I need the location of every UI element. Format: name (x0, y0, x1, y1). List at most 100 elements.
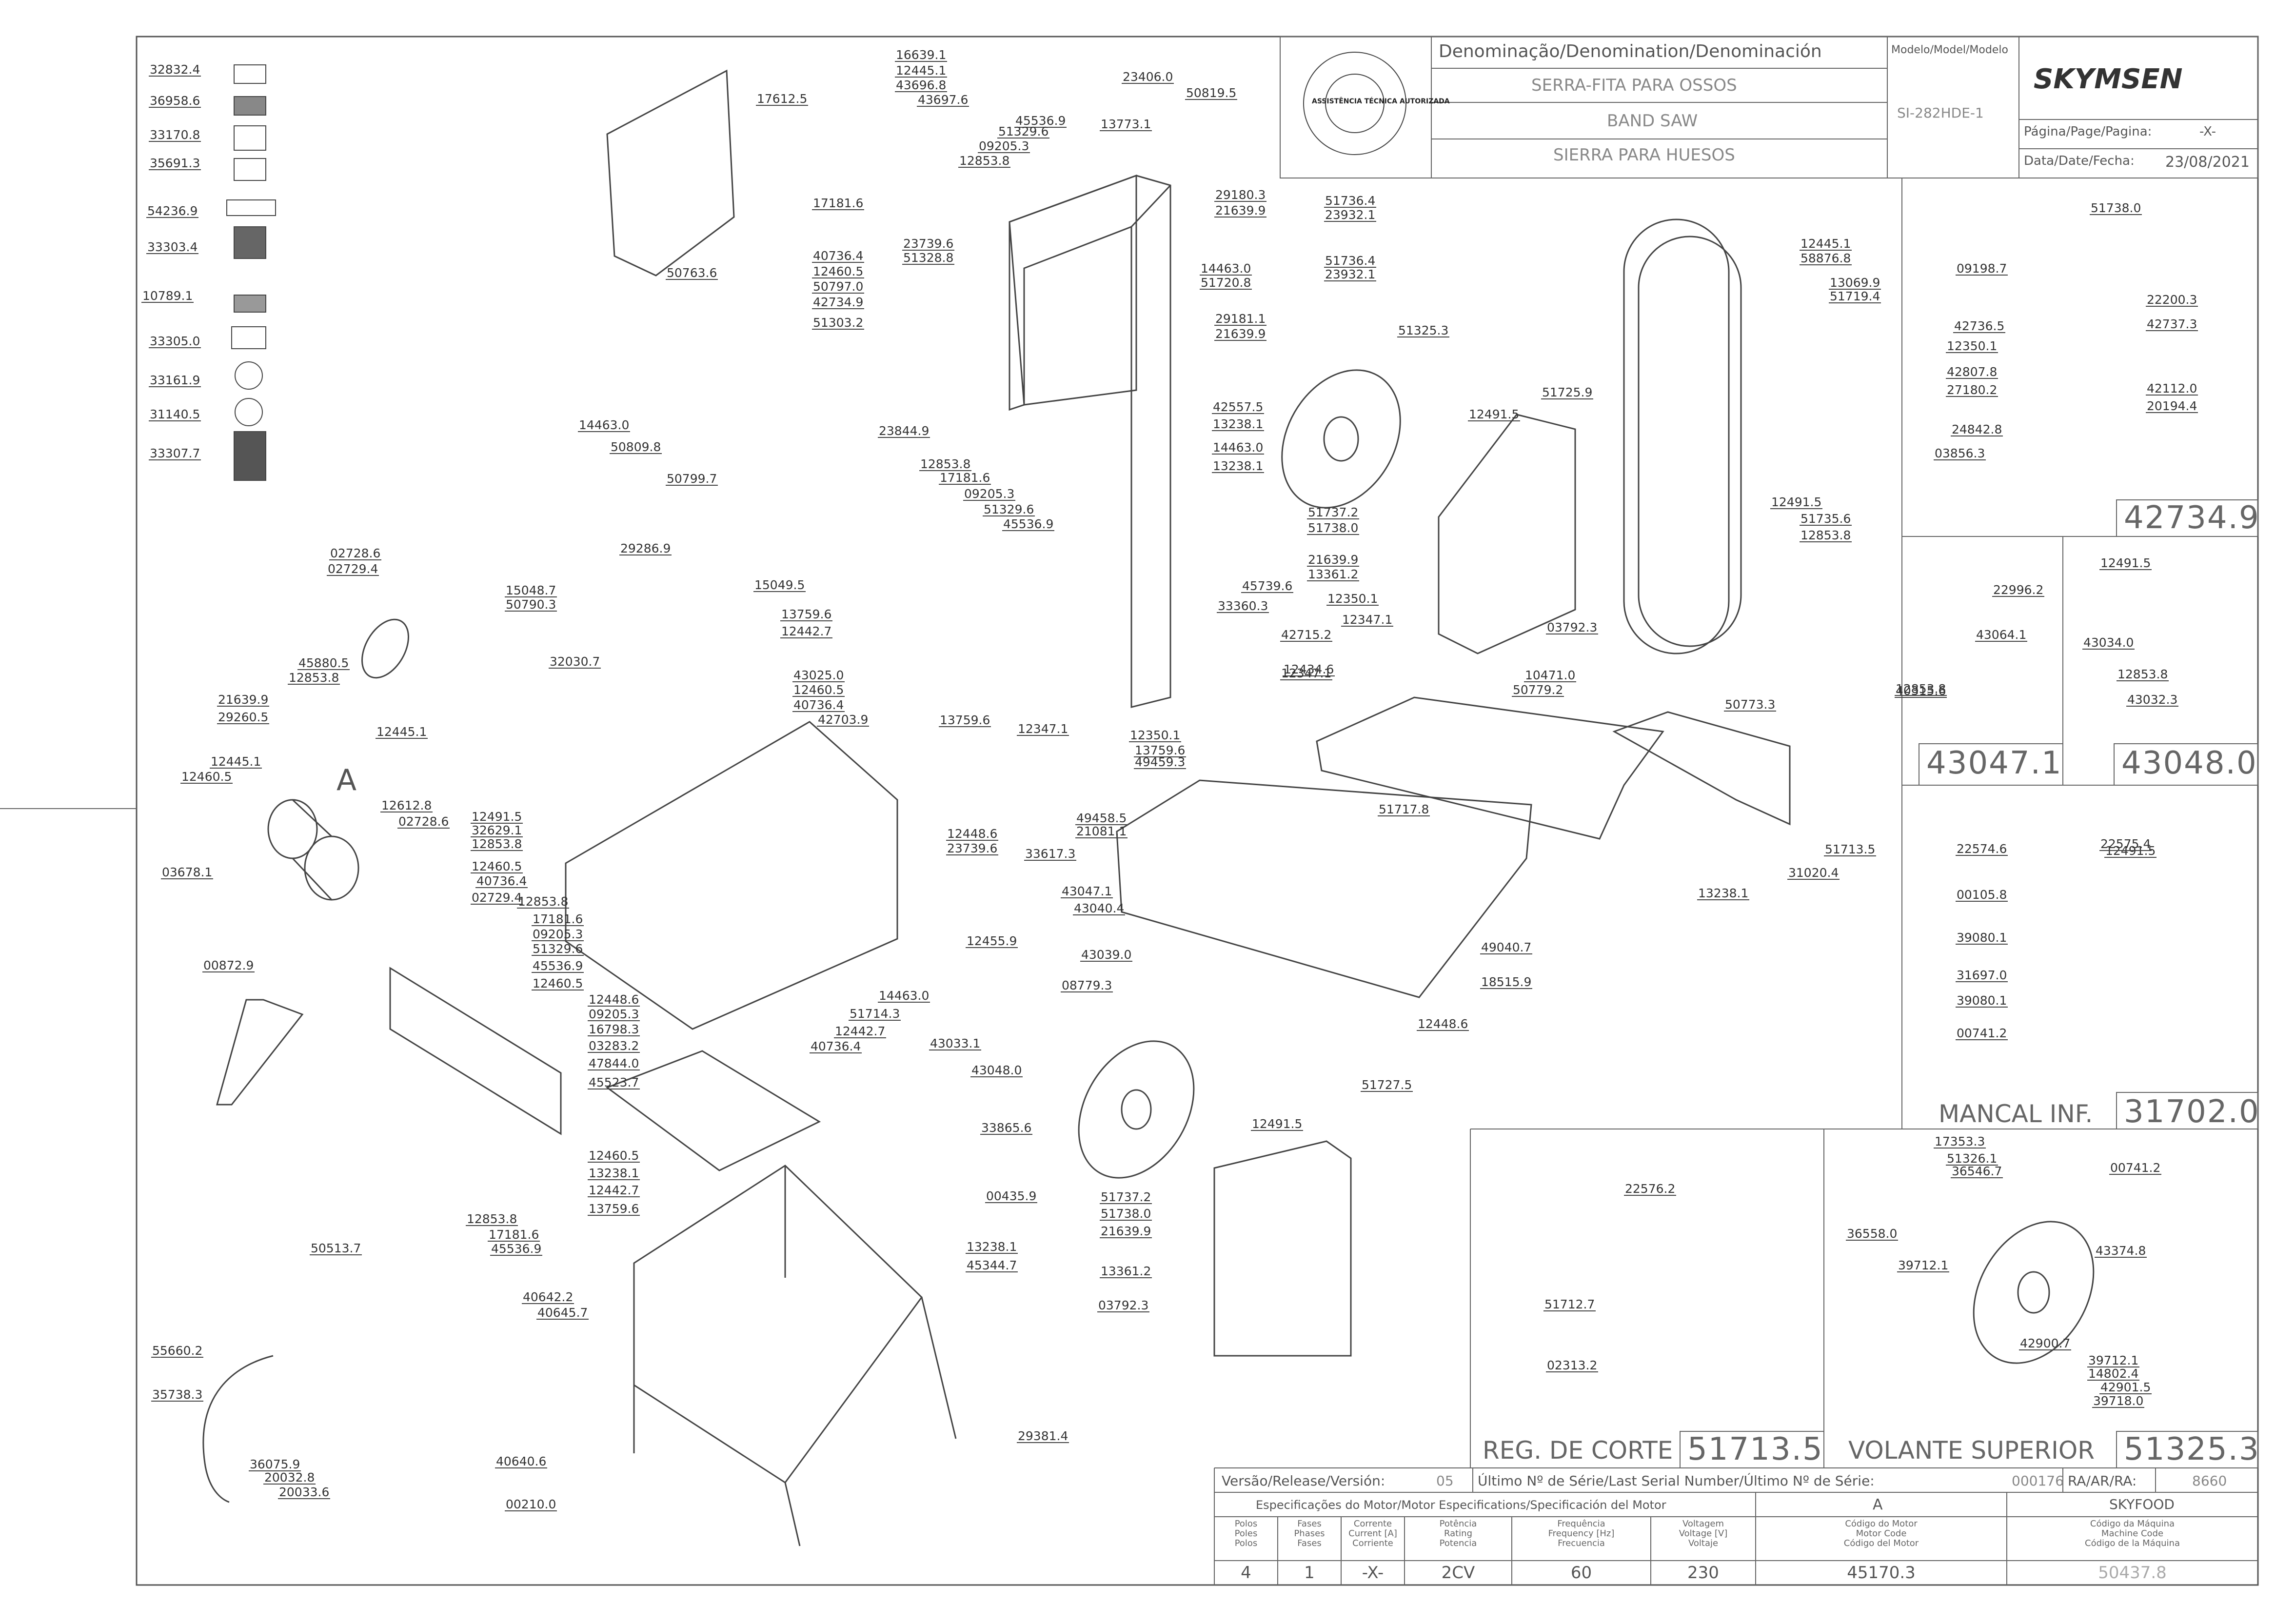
label-code: 33161.9 (149, 373, 201, 387)
part-number-label: 29286.9 (619, 541, 672, 555)
part-number-label: 09198.7 (1956, 261, 2008, 276)
part-number-label: 12442.7 (588, 1183, 640, 1197)
title-block (1280, 36, 2258, 178)
part-number-label: 13238.1 (1212, 459, 1265, 473)
motor-spec-col-label: Voltagem Voltage [V] Voltaje (1679, 1519, 1728, 1548)
part-number-label: 14463.0 (878, 989, 930, 1003)
part-number-label: 39080.1 (1956, 931, 2008, 945)
part-number-label: 49459.3 (1134, 755, 1187, 769)
part-number-label: 12434.6 (1283, 662, 1335, 676)
part-number-label: 47844.0 (588, 1056, 640, 1070)
motor-spec-col-label: Polos Poles Polos (1234, 1519, 1258, 1548)
label-code: 36958.6 (149, 94, 201, 108)
part-number-label: 39718.0 (2092, 1394, 2145, 1408)
part-number-label: 12491.5 (1468, 407, 1521, 421)
part-number-label: 12448.6 (946, 827, 999, 841)
part-number-label: 00741.2 (1956, 1026, 2008, 1040)
volante-code: 51325.3 (2124, 1431, 2260, 1467)
part-number-label: 43696.8 (895, 78, 948, 92)
motor-spec-col-value: 2CV (1441, 1563, 1475, 1583)
motor-spec-col-label: Frequência Frequency [Hz] Frecuencia (1548, 1519, 1615, 1548)
part-number-label: 03856.3 (1934, 446, 1986, 460)
part-number-label: 23739.6 (946, 841, 999, 855)
main-frame (1009, 174, 1171, 708)
part-number-label: 00435.9 (985, 1189, 1038, 1203)
part-number-label: 31697.0 (1956, 968, 2008, 982)
volante-label: VOLANTE SUPERIOR (1848, 1436, 2095, 1465)
part-number-label: 51735.6 (1800, 512, 1852, 526)
ra-label: RA/AR/RA: (2068, 1473, 2137, 1489)
part-number-label: 16639.1 (895, 48, 948, 62)
motor-spec-col-label: Potência Rating Potencia (1439, 1519, 1477, 1548)
part-number-label: 13759.6 (1134, 743, 1187, 757)
part-number-label: 40640.6 (495, 1454, 548, 1468)
part-number-label: 22575.4 (2099, 837, 2152, 851)
part-number-label: 12445.1 (376, 725, 428, 739)
part-number-label: 20032.8 (263, 1470, 316, 1485)
part-number-label: 17181.6 (532, 912, 584, 926)
part-number-label: 45536.9 (532, 959, 584, 973)
part-number-label: 50799.7 (666, 472, 718, 486)
part-number-label: 12350.1 (1946, 339, 1998, 353)
part-number-label: 43032.3 (2126, 693, 2179, 707)
motor-spec-col-value: 230 (1687, 1563, 1719, 1583)
part-number-label: 36558.0 (1846, 1227, 1899, 1241)
inset-code-43048: 43048.0 (2121, 745, 2257, 781)
part-number-label: 12442.7 (834, 1024, 887, 1038)
part-number-label: 32030.7 (549, 654, 601, 669)
part-number-label: 17181.6 (812, 196, 865, 210)
part-number-label: 42901.5 (2099, 1380, 2152, 1394)
part-number-label: 42715.2 (1280, 628, 1333, 642)
part-number-label: 12853.8 (1895, 682, 1947, 696)
part-number-label: 50513.7 (310, 1241, 362, 1255)
part-number-label: 14463.0 (578, 418, 631, 432)
part-number-label: 51329.6 (983, 502, 1035, 516)
label-code: 33170.8 (149, 128, 201, 142)
part-number-label: 20033.6 (278, 1485, 331, 1499)
inset-code-42734: 42734.9 (2124, 500, 2260, 536)
label-code: 31140.5 (149, 407, 201, 421)
part-number-label: 40736.4 (812, 249, 865, 263)
part-number-label: 14463.0 (1200, 261, 1252, 276)
part-number-label: 21639.9 (1307, 553, 1360, 567)
part-number-label: 21639.9 (1214, 203, 1267, 218)
part-number-label: 50763.6 (666, 266, 718, 280)
part-number-label: 12491.5 (1251, 1117, 1304, 1131)
denomination-header: Denominação/Denomination/Denominación (1439, 41, 1822, 61)
part-number-label: 03792.3 (1546, 620, 1599, 634)
part-number-label: 02729.4 (327, 562, 379, 576)
footer-table (1214, 1468, 2258, 1585)
motor-spec-col-value: 50437.8 (2098, 1563, 2167, 1583)
part-number-label: 24842.8 (1951, 422, 2003, 436)
part-number-label: 02313.2 (1546, 1358, 1599, 1372)
part-number-label: 18515.9 (1480, 975, 1533, 989)
part-number-label: 40642.2 (522, 1290, 574, 1304)
part-number-label: 51727.5 (1361, 1078, 1413, 1092)
part-number-label: 33865.6 (980, 1121, 1033, 1135)
part-number-label: 22996.2 (1992, 583, 2045, 597)
part-number-label: 50797.0 (812, 279, 865, 294)
part-number-label: 51303.2 (812, 316, 865, 330)
part-number-label: 58876.8 (1800, 251, 1852, 265)
part-number-label: 09205.3 (963, 487, 1016, 501)
part-number-label: 12445.1 (1800, 237, 1852, 251)
date-label: Data/Date/Fecha: (2024, 154, 2135, 168)
part-number-label: 33360.3 (1217, 599, 1269, 613)
part-number-label: 14802.4 (2087, 1367, 2140, 1381)
mancal-label: MANCAL INF. (1939, 1100, 2093, 1128)
part-number-label: 50773.3 (1724, 697, 1777, 712)
wheel-cover (1213, 414, 1576, 1357)
mancal-code: 31702.0 (2124, 1094, 2260, 1130)
part-number-label: 03792.3 (1097, 1298, 1150, 1312)
page-value: -X- (2199, 124, 2216, 139)
motor-spec-header: Especificações do Motor/Motor Especifica… (1256, 1498, 1666, 1512)
part-number-label: 13361.2 (1100, 1264, 1152, 1278)
motor-spec-col-value: 1 (1304, 1563, 1315, 1583)
part-number-label: 31020.4 (1787, 866, 1840, 880)
sheet-border (136, 36, 2259, 1586)
part-number-label: 42807.8 (1946, 365, 1998, 379)
part-number-label: 40645.7 (536, 1306, 589, 1320)
part-number-label: 12853.8 (466, 1212, 518, 1226)
part-number-label: 40736.4 (475, 874, 528, 888)
motor-spec-col-label: Código do Motor Motor Code Código del Mo… (1843, 1519, 1919, 1548)
